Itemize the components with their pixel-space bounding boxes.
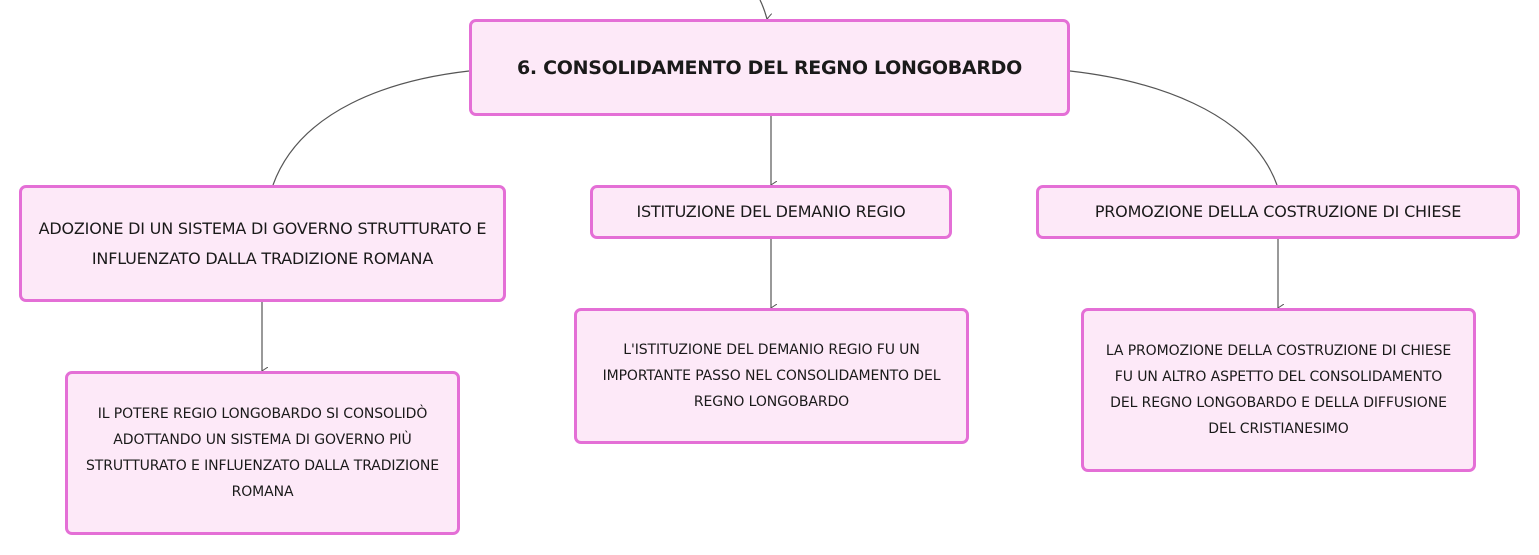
- connector-root-to-branch-1: [272, 70, 470, 186]
- branch-node-demanio[interactable]: ISTITUZIONE DEL DEMANIO REGIO: [590, 185, 952, 239]
- detail-node-text: IL POTERE REGIO LONGOBARDO SI CONSOLIDÒ …: [85, 406, 440, 500]
- branch-node-chiese[interactable]: PROMOZIONE DELLA COSTRUZIONE DI CHIESE: [1036, 185, 1520, 239]
- detail-node-demanio[interactable]: L'ISTITUZIONE DEL DEMANIO REGIO FU UN IM…: [574, 308, 969, 444]
- root-node[interactable]: 6. CONSOLIDAMENTO DEL REGNO LONGOBARDO: [469, 19, 1070, 116]
- branch-node-label: ISTITUZIONE DEL DEMANIO REGIO: [636, 202, 906, 221]
- root-node-label: 6. CONSOLIDAMENTO DEL REGNO LONGOBARDO: [517, 56, 1022, 79]
- detail-node-chiese[interactable]: LA PROMOZIONE DELLA COSTRUZIONE DI CHIES…: [1081, 308, 1476, 472]
- branch-node-governo[interactable]: ADOZIONE DI UN SISTEMA DI GOVERNO STRUTT…: [19, 185, 506, 302]
- connector-parent-to-root: [759, 0, 767, 19]
- detail-node-text: L'ISTITUZIONE DEL DEMANIO REGIO FU UN IM…: [602, 342, 941, 410]
- connector-root-to-branch-3: [1069, 70, 1278, 186]
- detail-node-governo[interactable]: IL POTERE REGIO LONGOBARDO SI CONSOLIDÒ …: [65, 371, 460, 535]
- branch-node-label: ADOZIONE DI UN SISTEMA DI GOVERNO STRUTT…: [38, 218, 487, 268]
- branch-node-label: PROMOZIONE DELLA COSTRUZIONE DI CHIESE: [1094, 202, 1462, 221]
- detail-node-text: LA PROMOZIONE DELLA COSTRUZIONE DI CHIES…: [1105, 343, 1452, 437]
